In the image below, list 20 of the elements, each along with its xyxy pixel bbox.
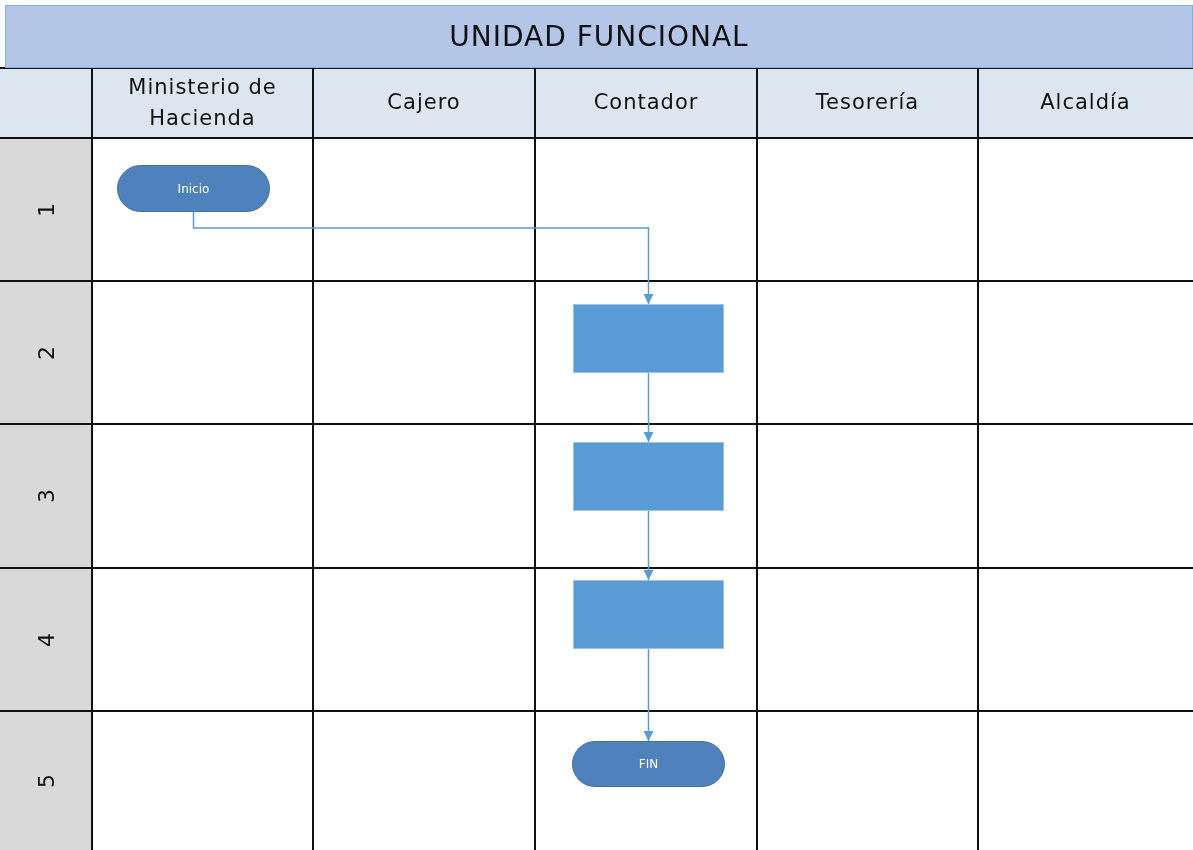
row-number: 5 bbox=[32, 772, 60, 790]
arrow bbox=[643, 372, 654, 443]
column-header: Tesorería bbox=[814, 89, 921, 117]
terminal-shape: FIN bbox=[572, 741, 725, 787]
title-band: UNIDAD FUNCIONAL bbox=[5, 5, 1193, 68]
row-number: 2 bbox=[32, 344, 60, 362]
process-box bbox=[573, 304, 724, 373]
arrow bbox=[643, 510, 654, 581]
row-number: 4 bbox=[32, 631, 60, 649]
terminal-shape: Inicio bbox=[117, 165, 270, 212]
arrow bbox=[643, 648, 654, 742]
column-header: Ministerio de Hacienda bbox=[127, 73, 278, 132]
process-box bbox=[573, 442, 724, 511]
column-header: Contador bbox=[592, 89, 700, 117]
row-number: 1 bbox=[32, 201, 60, 219]
process-box bbox=[573, 580, 724, 649]
arrow bbox=[192, 211, 654, 305]
column-header: Cajero bbox=[386, 89, 462, 117]
column-header: Alcaldía bbox=[1039, 89, 1132, 117]
row-number: 3 bbox=[32, 488, 60, 505]
